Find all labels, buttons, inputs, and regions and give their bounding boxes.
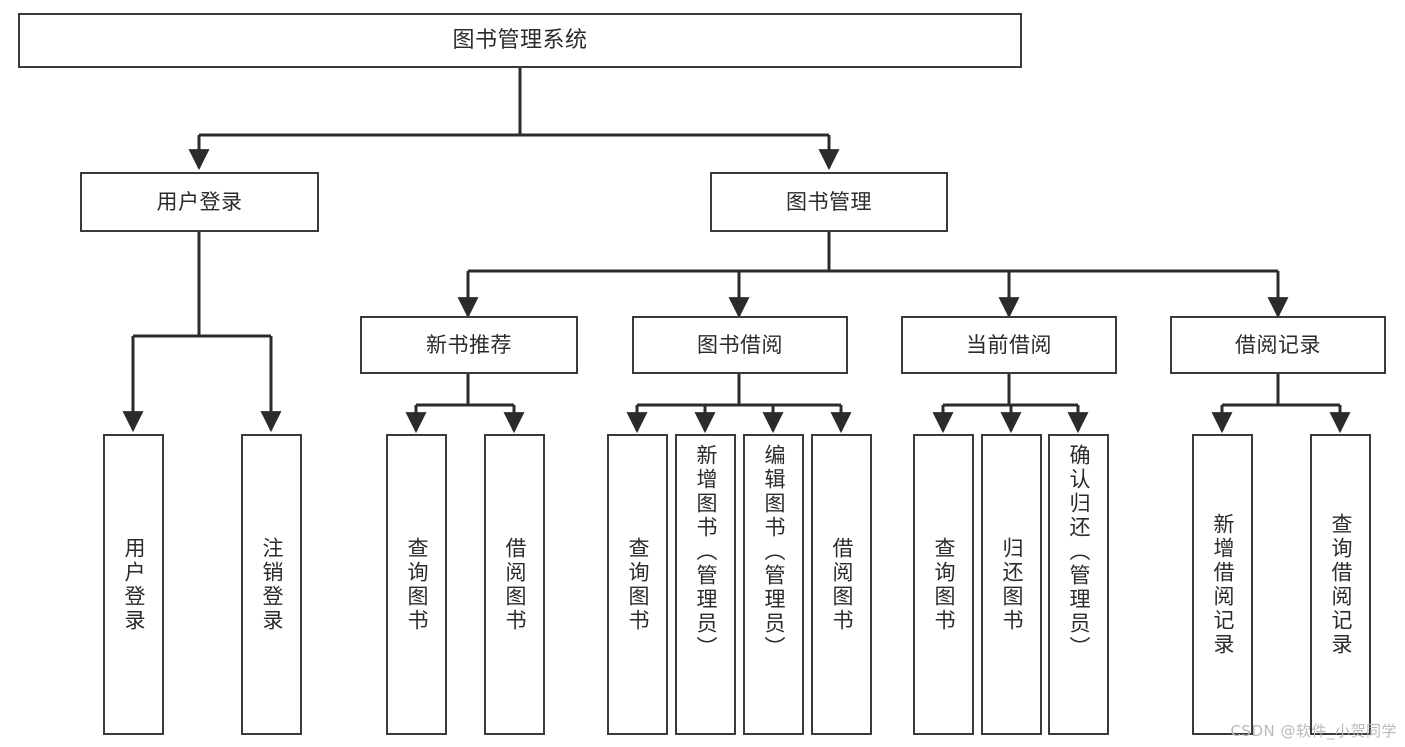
node-new-book-rec-label: 新书推荐 — [426, 332, 512, 357]
leaf-return-book[interactable]: 归还图书 — [981, 434, 1042, 735]
leaf-edit-book[interactable]: 编辑图书（管理员） — [743, 434, 804, 735]
node-borrow-record-label: 借阅记录 — [1235, 332, 1321, 357]
leaf-confirm-return[interactable]: 确认归还（管理员） — [1048, 434, 1109, 735]
node-borrow-record[interactable]: 借阅记录 — [1170, 316, 1386, 374]
node-book-borrow-label: 图书借阅 — [697, 332, 783, 357]
leaf-query-record[interactable]: 查询借阅记录 — [1310, 434, 1371, 735]
leaf-query-book-2[interactable]: 查询图书 — [607, 434, 668, 735]
leaf-query-book-1[interactable]: 查询图书 — [386, 434, 447, 735]
leaf-query-book-3-label: 查询图书 — [932, 536, 956, 633]
leaf-edit-book-label: 编辑图书（管理员） — [762, 444, 786, 660]
node-root[interactable]: 图书管理系统 — [18, 13, 1022, 68]
node-user-login-label: 用户登录 — [156, 189, 243, 214]
leaf-borrow-book-1-label: 借阅图书 — [503, 536, 527, 633]
leaf-logout-label: 注销登录 — [260, 536, 284, 633]
leaf-return-book-label: 归还图书 — [1000, 536, 1024, 633]
leaf-add-book[interactable]: 新增图书（管理员） — [675, 434, 736, 735]
leaf-borrow-book-1[interactable]: 借阅图书 — [484, 434, 545, 735]
node-book-manage-label: 图书管理 — [786, 189, 872, 214]
node-user-login[interactable]: 用户登录 — [80, 172, 319, 232]
leaf-borrow-book-2-label: 借阅图书 — [830, 536, 854, 633]
leaf-borrow-book-2[interactable]: 借阅图书 — [811, 434, 872, 735]
node-current-borrow[interactable]: 当前借阅 — [901, 316, 1117, 374]
leaf-confirm-return-label: 确认归还（管理员） — [1067, 444, 1091, 660]
leaf-add-book-label: 新增图书（管理员） — [694, 444, 718, 660]
leaf-user-login-label: 用户登录 — [122, 536, 146, 633]
leaf-user-login[interactable]: 用户登录 — [103, 434, 164, 735]
watermark: CSDN @软件_小贺同学 — [1230, 722, 1397, 740]
leaf-add-record[interactable]: 新增借阅记录 — [1192, 434, 1253, 735]
node-book-manage[interactable]: 图书管理 — [710, 172, 948, 232]
leaf-add-record-label: 新增借阅记录 — [1211, 512, 1235, 657]
node-new-book-rec[interactable]: 新书推荐 — [360, 316, 578, 374]
leaf-query-book-2-label: 查询图书 — [626, 536, 650, 633]
leaf-query-book-1-label: 查询图书 — [405, 536, 429, 633]
leaf-query-book-3[interactable]: 查询图书 — [913, 434, 974, 735]
leaf-query-record-label: 查询借阅记录 — [1329, 512, 1353, 657]
leaf-logout[interactable]: 注销登录 — [241, 434, 302, 735]
node-book-borrow[interactable]: 图书借阅 — [632, 316, 848, 374]
node-current-borrow-label: 当前借阅 — [966, 332, 1052, 357]
node-root-label: 图书管理系统 — [452, 27, 588, 53]
